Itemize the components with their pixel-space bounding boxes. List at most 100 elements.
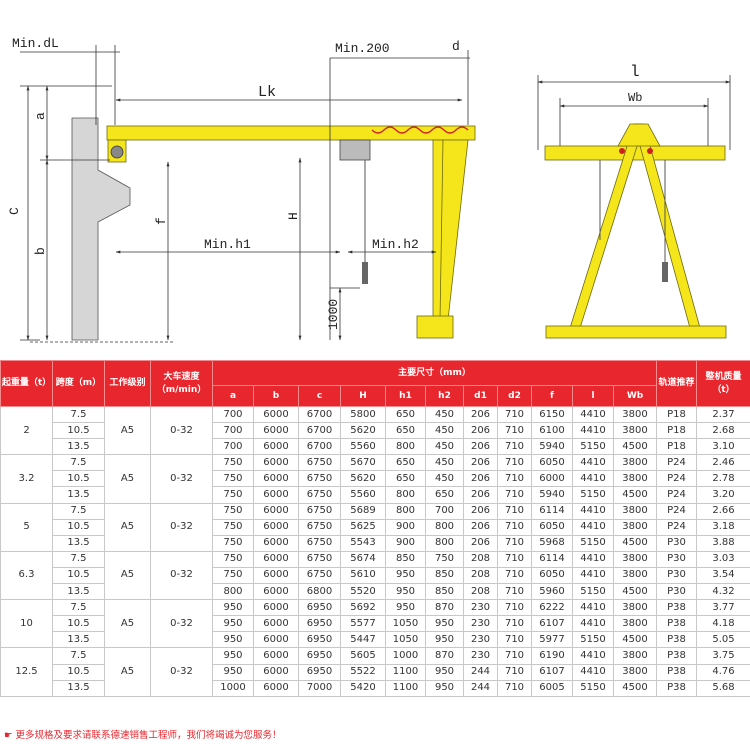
table-cell: 710 [497, 438, 532, 456]
table-cell: 7.5 [52, 454, 105, 472]
table-cell: 800 [385, 502, 426, 520]
table-cell: 4410 [572, 422, 614, 440]
table-cell: P38 [656, 663, 698, 681]
table-cell: 650 [385, 454, 426, 472]
table-cell: 750 [212, 502, 254, 520]
table-cell: 10.5 [52, 615, 105, 633]
table-cell: 800 [425, 518, 464, 536]
table-cell: P30 [656, 534, 698, 552]
table-cell: 5543 [340, 534, 386, 552]
table-cell: 950 [212, 631, 254, 649]
table-cell: 5150 [572, 486, 614, 504]
table-cell: 3800 [612, 518, 658, 536]
travel-speed-cell: 0-32 [150, 454, 213, 504]
table-cell: 6150 [531, 405, 573, 424]
table-cell: 750 [212, 550, 254, 568]
table-cell: 950 [385, 583, 426, 601]
header-weight: 整机质量（t） [696, 360, 750, 407]
table-cell: 13.5 [52, 631, 105, 649]
table-cell: 6000 [253, 405, 299, 424]
table-cell: 6700 [298, 422, 341, 440]
table-cell: P24 [656, 470, 698, 488]
table-cell: 6000 [253, 438, 299, 456]
label-d: d [452, 39, 460, 54]
table-cell: 650 [385, 470, 426, 488]
label-lk: Lk [258, 84, 276, 101]
table-cell: 6750 [298, 502, 341, 520]
table-cell: 710 [497, 566, 532, 585]
table-cell: 6107 [531, 615, 573, 633]
travel-speed-cell: 0-32 [150, 405, 213, 456]
table-cell: 6222 [531, 599, 573, 617]
table-cell: 710 [497, 599, 532, 617]
table-cell: 5150 [572, 438, 614, 456]
table-cell: 6750 [298, 534, 341, 552]
label-min-dl: Min.dL [12, 36, 59, 51]
table-cell: 13.5 [52, 583, 105, 601]
table-cell: 4410 [572, 405, 614, 424]
table-cell: 6107 [531, 663, 573, 681]
table-cell: 6050 [531, 454, 573, 472]
table-cell: 13.5 [52, 534, 105, 552]
header-main-dims: 主要尺寸（mm） [211, 360, 658, 386]
table-cell: 6000 [253, 422, 299, 440]
work-class-cell: A5 [104, 502, 151, 552]
crane-dimension-drawing: Min.dL Min.200 d Lk a C b f H Min.h1 Min… [7, 36, 731, 343]
table-cell: P30 [656, 566, 698, 585]
table-cell: 710 [497, 486, 532, 504]
table-cell: P38 [656, 647, 698, 665]
table-cell: 6000 [253, 566, 299, 585]
table-cell: 710 [497, 631, 532, 649]
table-cell: 710 [497, 518, 532, 536]
table-cell: 5150 [572, 583, 614, 601]
table-cell: 6000 [253, 534, 299, 552]
table-cell: P38 [656, 615, 698, 633]
table-cell: 5150 [572, 534, 614, 552]
label-1000: 1000 [326, 299, 341, 330]
table-cell: 6000 [253, 615, 299, 633]
table-cell: 5940 [531, 438, 573, 456]
table-cell: 6000 [253, 679, 299, 697]
table-cell: 1100 [385, 663, 426, 681]
table-cell: 750 [212, 566, 254, 585]
table-cell: 6000 [253, 518, 299, 536]
table-cell: 700 [425, 502, 464, 520]
table-cell: 5522 [340, 663, 386, 681]
table-cell: 2.37 [696, 405, 750, 424]
table-cell: 6750 [298, 454, 341, 472]
table-cell: 7.5 [52, 647, 105, 665]
table-cell: 5605 [340, 647, 386, 665]
footnote-text: 更多规格及要求请联系德速销售工程师，我们将竭诚为您服务！ [15, 730, 282, 741]
label-a: a [33, 112, 48, 120]
table-cell: 206 [463, 470, 498, 488]
table-cell: P38 [656, 631, 698, 649]
table-cell: 6750 [298, 470, 341, 488]
table-cell: 750 [212, 454, 254, 472]
table-cell: 3800 [612, 454, 658, 472]
table-cell: 5689 [340, 502, 386, 520]
table-cell: 4410 [572, 454, 614, 472]
table-cell: P18 [656, 422, 698, 440]
label-h: H [286, 212, 301, 220]
table-cell: 5560 [340, 438, 386, 456]
table-cell: 4500 [612, 438, 658, 456]
label-min-h1: Min.h1 [204, 237, 251, 252]
table-cell: 3.18 [696, 518, 750, 536]
table-cell: 3.10 [696, 438, 750, 456]
table-cell: 10.5 [52, 422, 105, 440]
table-cell: 4500 [612, 583, 658, 601]
table-cell: 710 [497, 502, 532, 520]
table-cell: P30 [656, 583, 698, 601]
table-cell: 5625 [340, 518, 386, 536]
table-cell: 244 [463, 663, 498, 681]
table-cell: 7000 [298, 679, 341, 697]
table-cell: 4410 [572, 647, 614, 665]
table-cell: 6000 [253, 550, 299, 568]
header-capacity: 起重量（t） [0, 360, 53, 407]
